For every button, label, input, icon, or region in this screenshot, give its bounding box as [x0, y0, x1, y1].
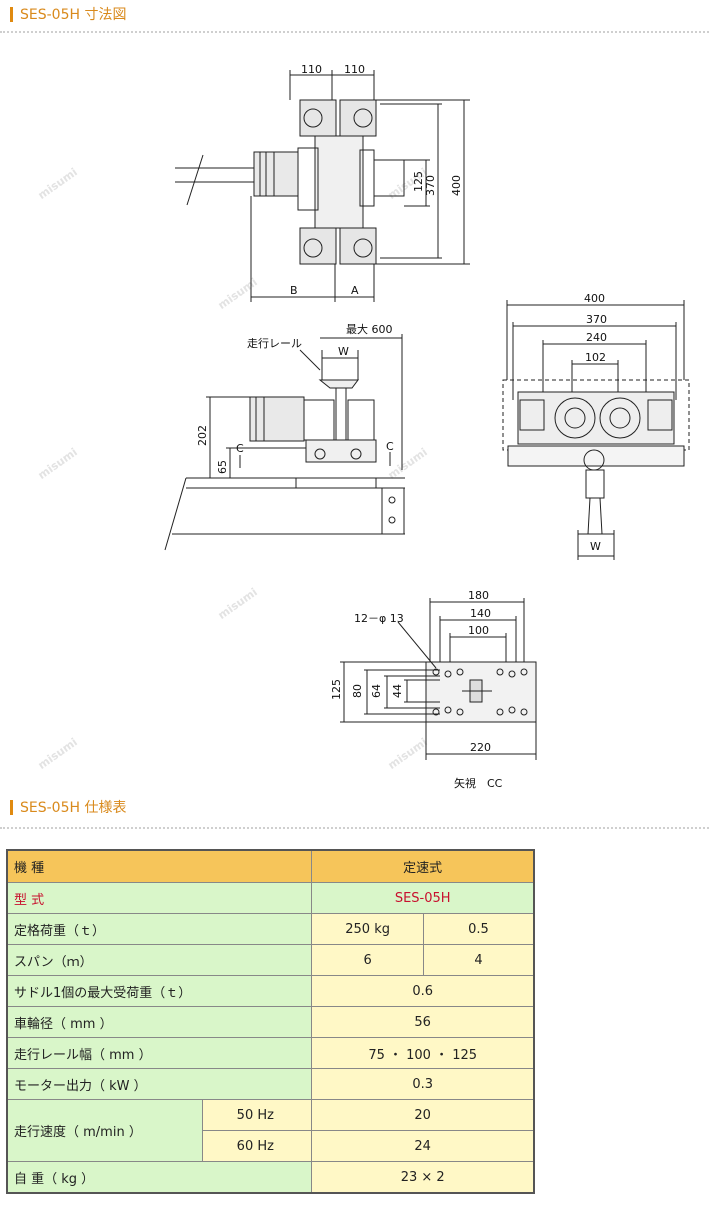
side-view	[164, 334, 405, 551]
dim-110-left: 110	[301, 63, 322, 76]
cc-dim-180: 180	[468, 589, 489, 602]
dim-202: 202	[196, 425, 209, 446]
rated-load-label: 定格荷重（ｔ）	[6, 913, 313, 945]
svg-text:misumi: misumi	[36, 446, 80, 482]
speed-60hz-value: 24	[311, 1130, 535, 1162]
weight-label: 自 重（ kg ）	[6, 1161, 313, 1194]
side-w-label: W	[338, 345, 349, 358]
dimension-drawing: misumi misumi misumi misumi misumi misum…	[0, 40, 709, 800]
rail-width-value: 75 ・ 100 ・ 125	[311, 1037, 535, 1069]
table-row: 自 重（ kg ） 23 × 2	[6, 1161, 535, 1194]
max-600-label: 最大 600	[346, 322, 393, 336]
cc-dim-64: 64	[370, 684, 383, 698]
svg-text:misumi: misumi	[216, 586, 260, 622]
cc-view	[340, 598, 537, 760]
dim-400-top: 400	[450, 175, 463, 196]
table-row: 車輪径（ mm ） 56	[6, 1006, 535, 1038]
table-row: 60 Hz 24	[7, 1130, 535, 1162]
model-label: 型 式	[6, 882, 313, 914]
svg-text:misumi: misumi	[36, 736, 80, 772]
saddle-load-label: サドル1個の最大受荷重（ｔ）	[6, 975, 313, 1007]
spec-section-header: SES-05H 仕様表	[10, 797, 126, 817]
hole-label: 12－φ 13	[354, 612, 404, 625]
cc-dim-100: 100	[468, 624, 489, 637]
header-value: 定速式	[311, 849, 535, 883]
header-label: 機 種	[6, 849, 313, 883]
speed-50hz-label: 50 Hz	[201, 1099, 313, 1131]
motor-value: 0.3	[311, 1068, 535, 1100]
rail-label: 走行レール	[247, 337, 302, 350]
cc-dim-44: 44	[391, 684, 404, 698]
cc-dim-80: 80	[351, 684, 364, 698]
c-marker-left: C	[236, 442, 244, 455]
motor-label: モーター出力（ kW ）	[6, 1068, 313, 1100]
section-divider	[0, 827, 709, 829]
drawing-section-title: SES-05H 寸法図	[20, 7, 127, 23]
front-dim-400: 400	[584, 292, 605, 305]
table-row: 機 種 定速式	[6, 849, 535, 883]
rated-load-value-1: 250 kg	[311, 913, 424, 945]
cc-dim-220: 220	[470, 741, 491, 754]
section-bar	[10, 799, 13, 815]
wheel-dia-value: 56	[311, 1006, 535, 1038]
label-a: A	[351, 284, 359, 297]
speed-50hz-value: 20	[311, 1099, 535, 1131]
front-dim-240: 240	[586, 331, 607, 344]
spec-section-title: SES-05H 仕様表	[20, 800, 127, 816]
span-label: スパン（ｍ）	[6, 944, 313, 976]
span-value-1: 6	[311, 944, 424, 976]
rail-width-label: 走行レール幅（ mm ）	[6, 1037, 313, 1069]
cc-dim-140: 140	[470, 607, 491, 620]
section-divider	[0, 31, 709, 33]
front-dim-102: 102	[585, 351, 606, 364]
section-bar	[10, 6, 13, 22]
table-row: モーター出力（ kW ） 0.3	[6, 1068, 535, 1100]
spec-table: 機 種 定速式 型 式 SES-05H 定格荷重（ｔ） 250 kg 0.5 ス…	[6, 849, 535, 1194]
front-w-label: W	[590, 540, 601, 553]
speed-60hz-label: 60 Hz	[201, 1130, 313, 1162]
svg-text:misumi: misumi	[216, 276, 260, 312]
front-view	[502, 300, 690, 560]
label-b: B	[290, 284, 298, 297]
top-view	[175, 70, 470, 302]
svg-text:misumi: misumi	[36, 166, 80, 202]
svg-text:misumi: misumi	[386, 736, 430, 772]
table-row: サドル1個の最大受荷重（ｔ） 0.6	[6, 975, 535, 1007]
dim-370-top: 370	[424, 175, 437, 196]
table-row: 定格荷重（ｔ） 250 kg 0.5	[6, 913, 535, 945]
saddle-load-value: 0.6	[311, 975, 535, 1007]
dim-125-top: 125	[412, 171, 425, 192]
cc-dim-125: 125	[330, 679, 343, 700]
drawing-section-header: SES-05H 寸法図	[10, 4, 126, 24]
dim-65: 65	[216, 460, 229, 474]
table-row: 型 式 SES-05H	[6, 882, 535, 914]
front-dim-370: 370	[586, 313, 607, 326]
model-value: SES-05H	[311, 882, 535, 914]
speed-label: 走行速度（ m/min ）	[6, 1099, 203, 1162]
dim-110-right: 110	[344, 63, 365, 76]
table-row: 走行レール幅（ mm ） 75 ・ 100 ・ 125	[6, 1037, 535, 1069]
cc-caption: 矢視 CC	[454, 776, 503, 790]
rated-load-value-2: 0.5	[422, 913, 535, 945]
span-value-2: 4	[422, 944, 535, 976]
wheel-dia-label: 車輪径（ mm ）	[6, 1006, 313, 1038]
table-row: スパン（ｍ） 6 4	[6, 944, 535, 976]
weight-value: 23 × 2	[311, 1161, 535, 1194]
c-marker-right: C	[386, 440, 394, 453]
table-row: 走行速度（ m/min ） 50 Hz 20	[6, 1099, 535, 1162]
